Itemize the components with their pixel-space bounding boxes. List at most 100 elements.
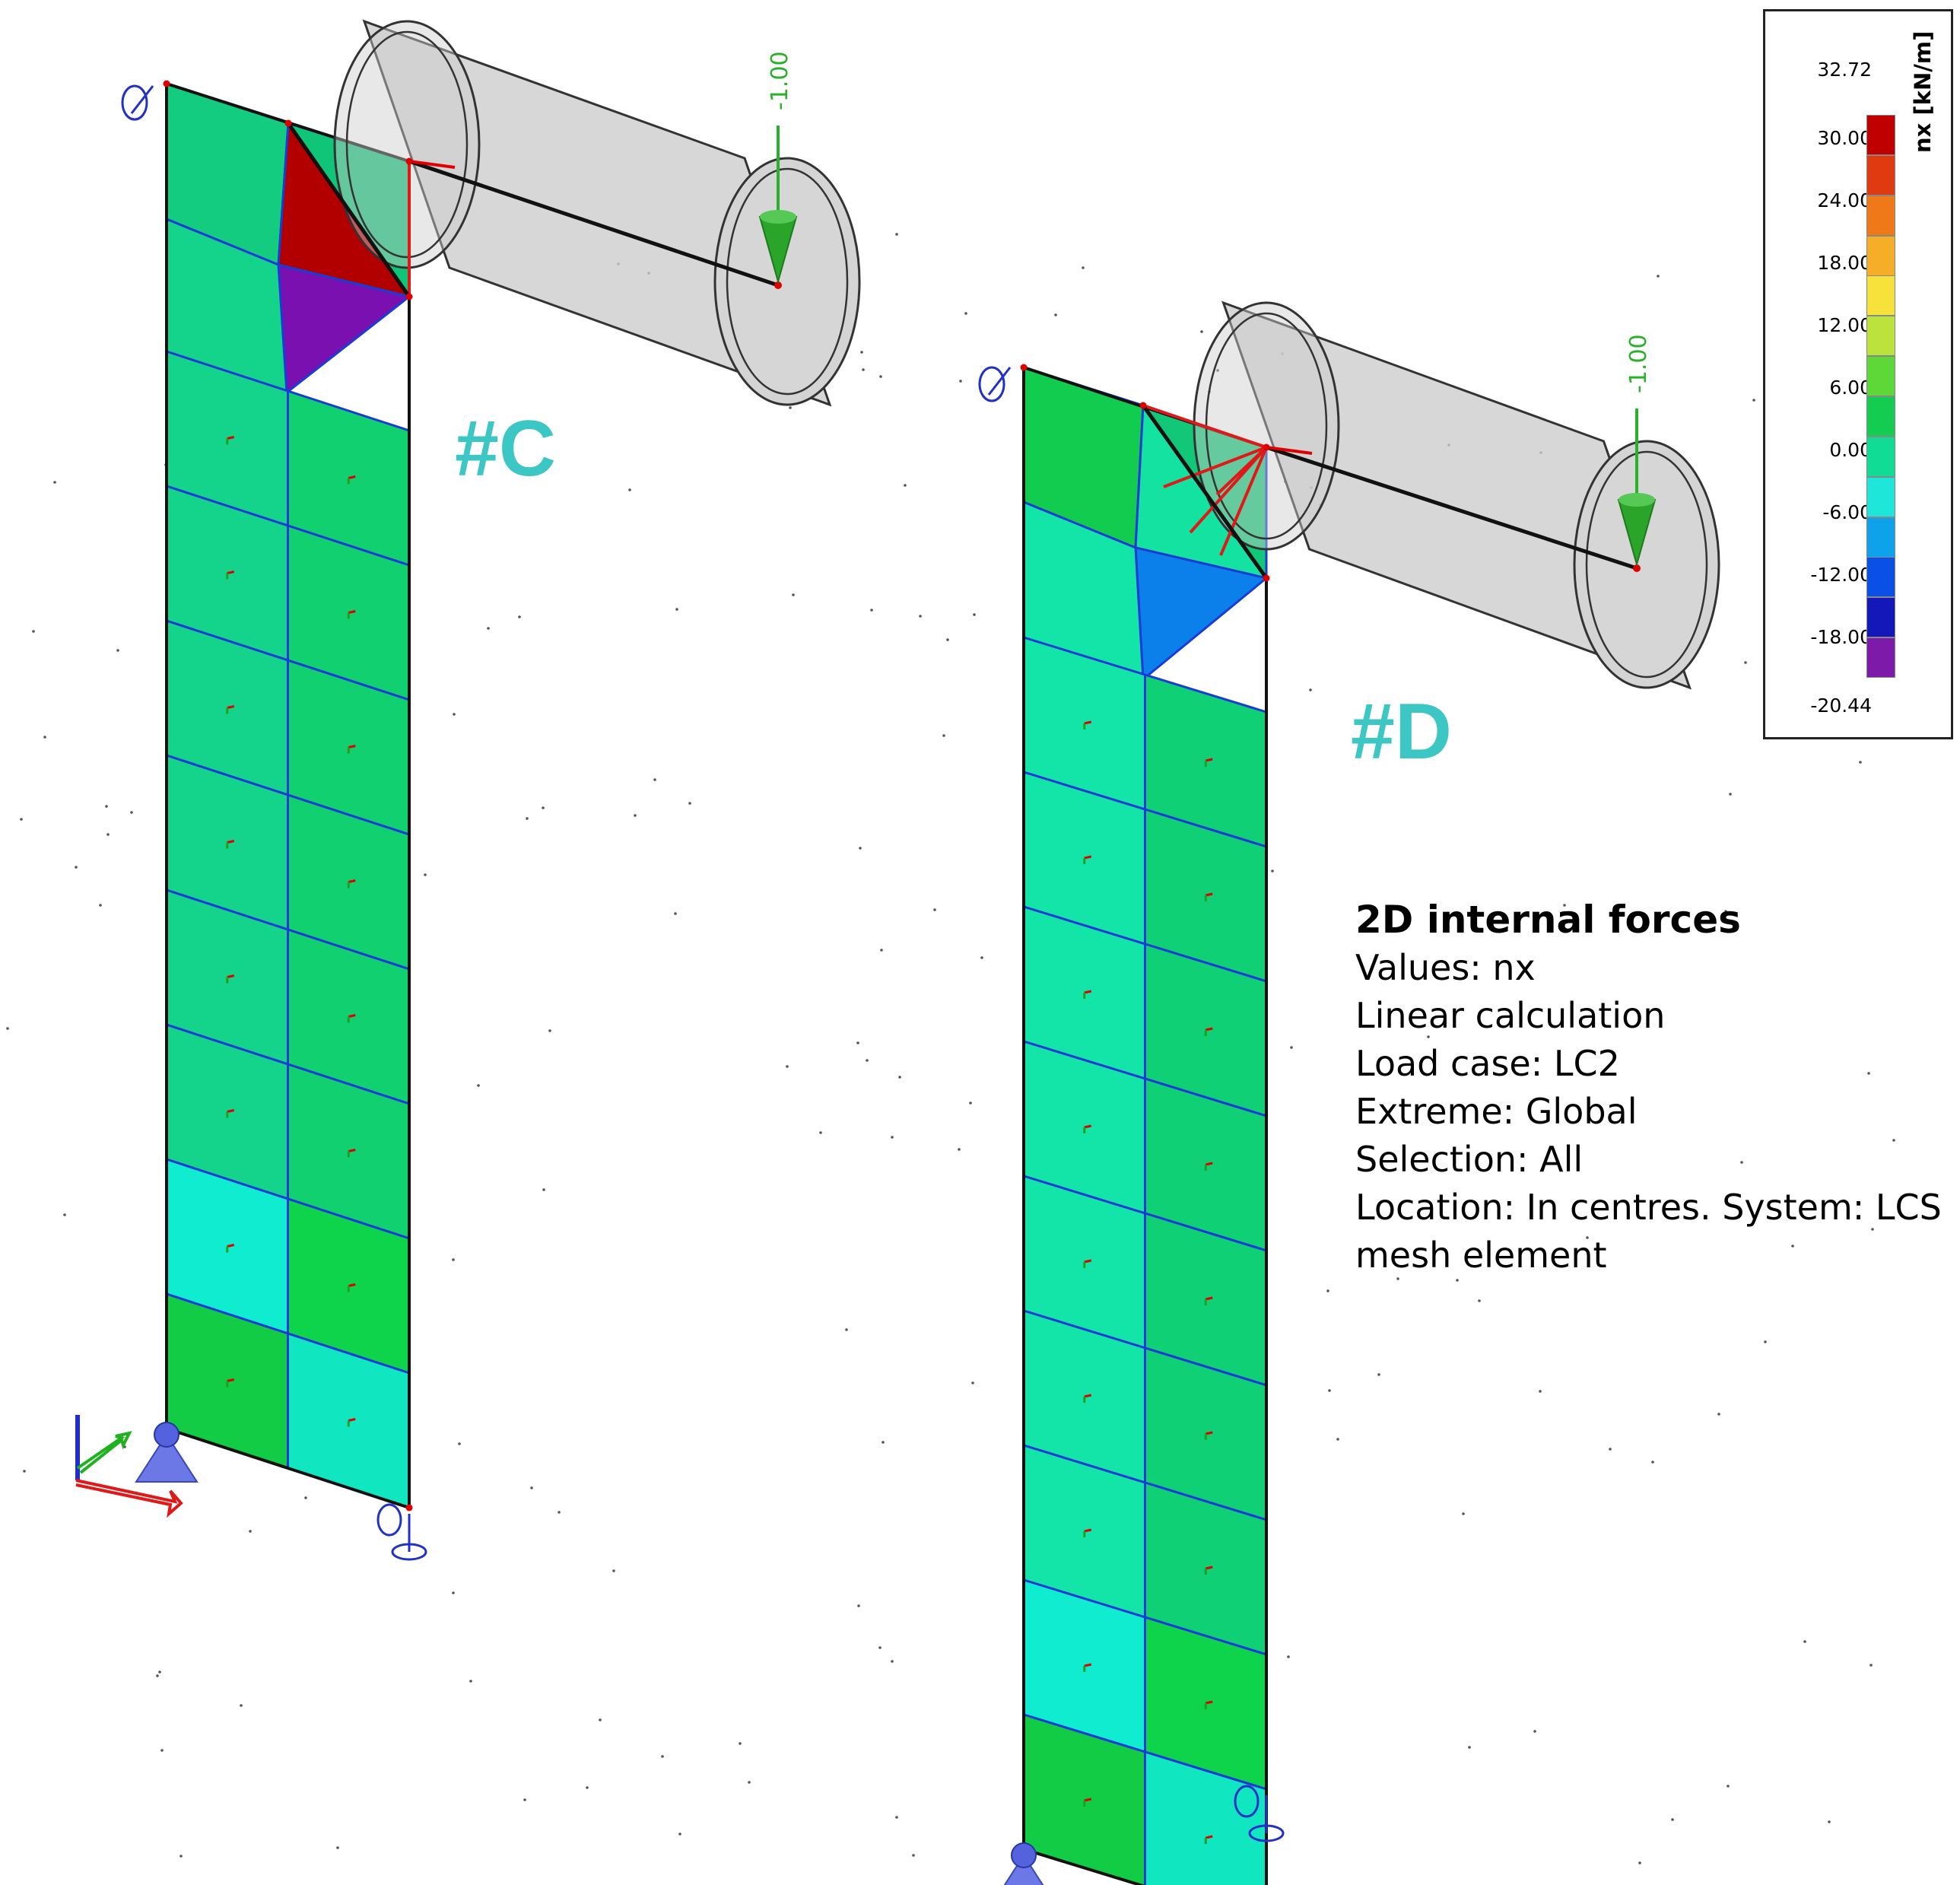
diagonal-edge (1141, 404, 1269, 580)
grid-dot (870, 609, 873, 612)
grid-dot (634, 814, 637, 817)
grid-dot (526, 817, 529, 820)
lcs-axis-mark (1205, 1566, 1213, 1570)
grid-dot (973, 613, 976, 616)
beam-member[interactable] (1266, 445, 1638, 571)
grid-dot (661, 1755, 664, 1758)
grid-dot (859, 847, 862, 850)
rotation-release-icon (130, 85, 154, 114)
lcs-axis-mark (1084, 1528, 1092, 1533)
info-selection: Selection: All (1355, 1139, 1584, 1180)
grid-dot (548, 1029, 551, 1032)
global-y-axis-icon (76, 1431, 132, 1474)
grid-dot (1533, 1730, 1536, 1733)
grid-dot (1752, 399, 1755, 402)
grid-dot (452, 1258, 455, 1261)
beam-member[interactable] (408, 159, 779, 288)
grid-dot (160, 1749, 164, 1752)
grid-dot (1456, 1279, 1459, 1282)
point-load-value: -1.00 (767, 51, 793, 110)
structure-model-d[interactable]: -1.00 (978, 300, 1720, 1885)
pipe-body[interactable] (362, 19, 832, 407)
info-title: 2D internal forces (1355, 898, 1741, 942)
grid-dot (942, 734, 945, 737)
legend-tick: 24.00 (1817, 189, 1872, 211)
pipe-body[interactable] (1221, 300, 1692, 690)
grid-dot (912, 1854, 915, 1857)
lcs-axis-mark (227, 1244, 235, 1248)
legend-tick: 12.00 (1817, 314, 1872, 336)
legend-tick: -12.00 (1810, 564, 1872, 586)
legend-tick: -6.00 (1822, 501, 1872, 523)
lcs-axis-mark (1205, 1431, 1213, 1435)
legend-color-segment (1866, 356, 1895, 397)
lcs-axis-mark (1084, 855, 1092, 860)
mesh-element[interactable] (1144, 1750, 1268, 1885)
legend-color-segment (1866, 154, 1895, 195)
lcs-axis-mark (227, 974, 235, 978)
pipe-end-near (333, 20, 481, 269)
legend-tick: 6.00 (1829, 377, 1872, 399)
grid-dot (1729, 793, 1732, 796)
grid-dot (958, 1148, 961, 1151)
grid-dot (866, 1059, 869, 1062)
grid-dot (1764, 1340, 1767, 1343)
info-calculation: Linear calculation (1355, 995, 1666, 1036)
legend-color-segment (1866, 557, 1895, 598)
legend-tick: 18.00 (1817, 252, 1872, 274)
grid-dot (75, 866, 78, 869)
grid-dot (20, 818, 23, 821)
structure-model-c[interactable]: -1.00 (75, 19, 861, 1561)
hinge-support[interactable] (993, 1854, 1054, 1885)
grid-dot (879, 375, 882, 378)
legend-color-segment (1866, 476, 1895, 517)
grid-dot (336, 1846, 339, 1849)
hinge-support[interactable] (135, 1433, 199, 1483)
legend-color-segment (1866, 637, 1895, 679)
grid-dot (891, 1660, 894, 1663)
pipe-end-far-inner (726, 167, 849, 396)
grid-dot (63, 1213, 66, 1216)
grid-dot (857, 1604, 860, 1607)
grid-dot (106, 833, 110, 836)
beam-axis-mark (408, 160, 456, 169)
grid-dot (878, 1646, 882, 1649)
grid-dot (946, 638, 949, 641)
grid-dot (43, 736, 46, 739)
mesh-node (1263, 443, 1270, 451)
grid-dot (628, 488, 631, 491)
hinge-support-ball (1011, 1842, 1037, 1868)
lcs-axis-mark (1205, 1700, 1213, 1705)
grid-dot (179, 1855, 183, 1858)
pipe-end-near (1193, 301, 1340, 551)
grid-dot (530, 1486, 533, 1489)
grid-dot (249, 1530, 252, 1533)
grid-dot (452, 1591, 455, 1594)
lcs-axis-mark (227, 840, 235, 844)
rigid-link (1219, 447, 1268, 556)
lcs-axis-mark (1205, 892, 1213, 897)
mesh-node (163, 80, 170, 87)
grid-dot (880, 949, 883, 952)
legend-color-segment (1866, 275, 1895, 316)
legend-color-segment (1866, 517, 1895, 558)
legend-tick: 0.00 (1829, 439, 1872, 461)
mesh-node (284, 119, 292, 127)
grid-dot (1740, 1161, 1743, 1164)
rotation-release-icon (1234, 1785, 1260, 1818)
lcs-axis-mark (1205, 758, 1213, 762)
lcs-axis-mark (227, 436, 235, 440)
grid-dot (1803, 1640, 1806, 1643)
grid-dot (933, 908, 936, 911)
grid-dot (158, 1670, 161, 1674)
mesh-node (1139, 402, 1147, 409)
grid-dot (1657, 275, 1660, 278)
lcs-axis-mark (1084, 720, 1092, 725)
rotation-release-icon (978, 366, 1005, 402)
grid-dot (1200, 330, 1203, 333)
grid-dot (1791, 1244, 1794, 1248)
mesh-node (1020, 364, 1028, 371)
grid-dot (964, 312, 967, 315)
lcs-axis-mark (227, 1109, 235, 1113)
